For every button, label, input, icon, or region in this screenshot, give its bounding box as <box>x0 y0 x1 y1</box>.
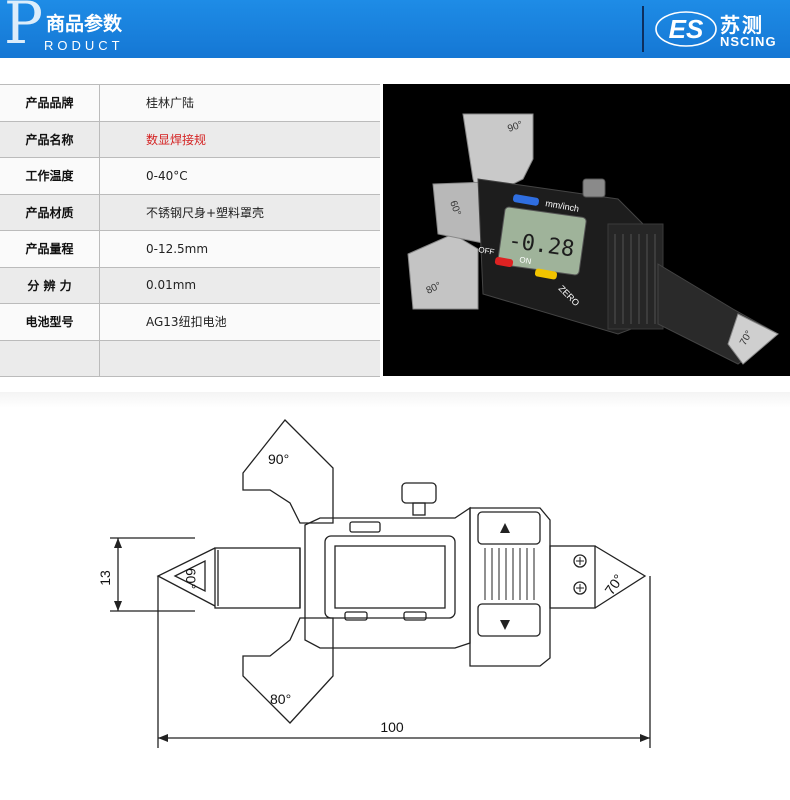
brand-logo-icon: ES <box>655 11 717 47</box>
dimension-length: 100 <box>380 719 404 735</box>
spec-value: 0-12.5mm <box>146 241 209 256</box>
spec-row: 分 辨 力 0.01mm <box>0 267 380 304</box>
spec-row: 产品名称 数显焊接规 <box>0 121 380 158</box>
spec-row: 工作温度 0-40°C <box>0 158 380 195</box>
spec-label: 产品材质 <box>0 194 100 230</box>
spec-value: 数显焊接规 <box>146 132 207 147</box>
brand-name-en: NSCING <box>720 34 777 49</box>
dimension-height: 13 <box>97 570 113 586</box>
spec-value: AG13纽扣电池 <box>146 315 227 330</box>
spec-row <box>0 340 380 377</box>
spec-label: 产品量程 <box>0 231 100 267</box>
spec-row: 产品量程 0-12.5mm <box>0 231 380 268</box>
spec-table: 产品品牌 桂林广陆产品名称 数显焊接规工作温度 0-40°C 产品材质 不锈钢尺身+塑料罩… <box>0 84 380 377</box>
spec-value: 0-40°C <box>146 168 188 183</box>
page-subtitle: RODUCT <box>44 38 124 53</box>
spec-value: 不锈钢尺身+塑料罩壳 <box>146 205 265 220</box>
spec-label: 产品品牌 <box>0 85 100 121</box>
spec-label: 分 辨 力 <box>0 267 100 303</box>
spec-row: 电池型号 AG13纽扣电池 <box>0 304 380 341</box>
spec-value: 0.01mm <box>146 278 197 293</box>
spec-label: 产品名称 <box>0 121 100 157</box>
spec-label: 电池型号 <box>0 304 100 340</box>
section-divider <box>0 392 790 408</box>
svg-text:ON: ON <box>519 255 533 266</box>
drawing-angle-top: 90° <box>268 451 289 467</box>
svg-text:60°: 60° <box>447 199 463 217</box>
svg-text:OFF: OFF <box>478 245 495 257</box>
spec-row: 产品材质 不锈钢尺身+塑料罩壳 <box>0 194 380 231</box>
svg-text:ES: ES <box>669 14 704 44</box>
spec-row: 产品品牌 桂林广陆 <box>0 85 380 122</box>
brand-name-cn: 苏测 <box>720 13 764 37</box>
header-banner: P 商品参数 RODUCT ES 苏测 NSCING <box>0 0 790 58</box>
product-photo: -0.28 mm/inch OFF ON ZERO 90° 60° 80° 70… <box>383 84 790 376</box>
svg-text:90°: 90° <box>506 119 524 135</box>
spec-label <box>0 340 100 376</box>
drawing-angle-left: 60° <box>183 568 199 589</box>
spec-value: 桂林广陆 <box>146 96 195 111</box>
drawing-angle-bottom: 80° <box>270 691 291 707</box>
page-title: 商品参数 <box>46 13 123 35</box>
drawing-angle-right: 70° <box>601 571 626 598</box>
header-letter: P <box>4 0 44 57</box>
technical-drawing: 90° 80° 60° 70° 13 100 <box>97 419 651 748</box>
spec-label: 工作温度 <box>0 158 100 194</box>
header-divider <box>642 6 644 52</box>
